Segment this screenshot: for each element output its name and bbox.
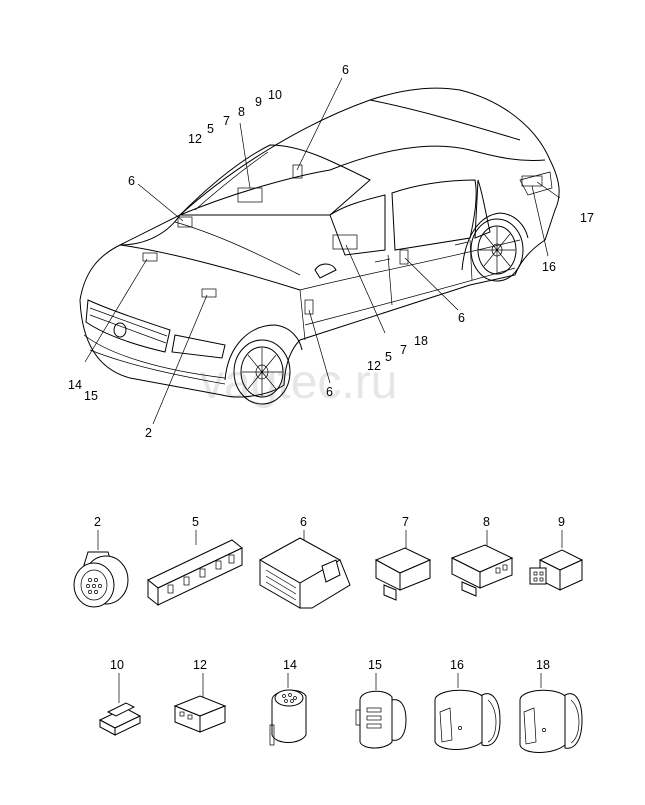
callout-10-top: 10: [268, 88, 282, 102]
part-2-label: 2: [94, 515, 101, 529]
callout-14: 14: [68, 378, 82, 392]
part-8-label: 8: [483, 515, 490, 529]
part-16-label: 16: [450, 658, 464, 672]
callout-15: 15: [84, 389, 98, 403]
part-12-connector: 12: [173, 658, 227, 733]
part-10-label: 10: [110, 658, 124, 672]
callout-18: 18: [414, 334, 428, 348]
part-15-connector: 15: [355, 658, 407, 749]
part-15-label: 15: [368, 658, 382, 672]
part-6-multi-pin-connector: 6: [258, 515, 351, 609]
part-8-connector: 8: [450, 515, 514, 597]
callout-7-top: 7: [223, 114, 230, 128]
callout-5-side: 5: [385, 350, 392, 364]
part-6-label: 6: [300, 515, 307, 529]
part-12-label: 12: [193, 658, 207, 672]
callout-12-top: 12: [188, 132, 202, 146]
part-9-label: 9: [558, 515, 565, 529]
part-7-connector: 7: [374, 515, 432, 601]
part-5-label: 5: [192, 515, 199, 529]
part-10-connector: 10: [98, 658, 142, 736]
callout-6-rear-door: 6: [458, 311, 465, 325]
callout-7-side: 7: [400, 343, 407, 357]
callout-12-side: 12: [367, 359, 381, 373]
car-illustration: [79, 87, 560, 405]
part-16-connector: 16: [434, 658, 501, 750]
callout-5-top: 5: [207, 122, 214, 136]
callout-6-front-door: 6: [326, 385, 333, 399]
part-18-connector: 18: [519, 658, 583, 753]
part-14-label: 14: [283, 658, 297, 672]
callout-9-top: 9: [255, 95, 262, 109]
callout-6-windshield: 6: [128, 174, 135, 188]
callout-6-roof: 6: [342, 63, 349, 77]
part-5-connector-strip: 5: [147, 515, 243, 607]
callout-8-top: 8: [238, 105, 245, 119]
part-9-connector: 9: [529, 515, 584, 591]
car-callouts: 6 12 5 7 8 9 10 6 17 16 6 12 5 7 18 6 14…: [68, 63, 594, 440]
part-2-round-connector: 2: [73, 515, 129, 608]
part-14-round-connector: 14: [269, 658, 307, 746]
leader-lines: [84, 77, 561, 425]
part-18-label: 18: [536, 658, 550, 672]
callout-2: 2: [145, 426, 152, 440]
callout-16: 16: [542, 260, 556, 274]
part-7-label: 7: [402, 515, 409, 529]
watermark: vagtec.ru: [200, 356, 397, 409]
callout-17: 17: [580, 211, 594, 225]
